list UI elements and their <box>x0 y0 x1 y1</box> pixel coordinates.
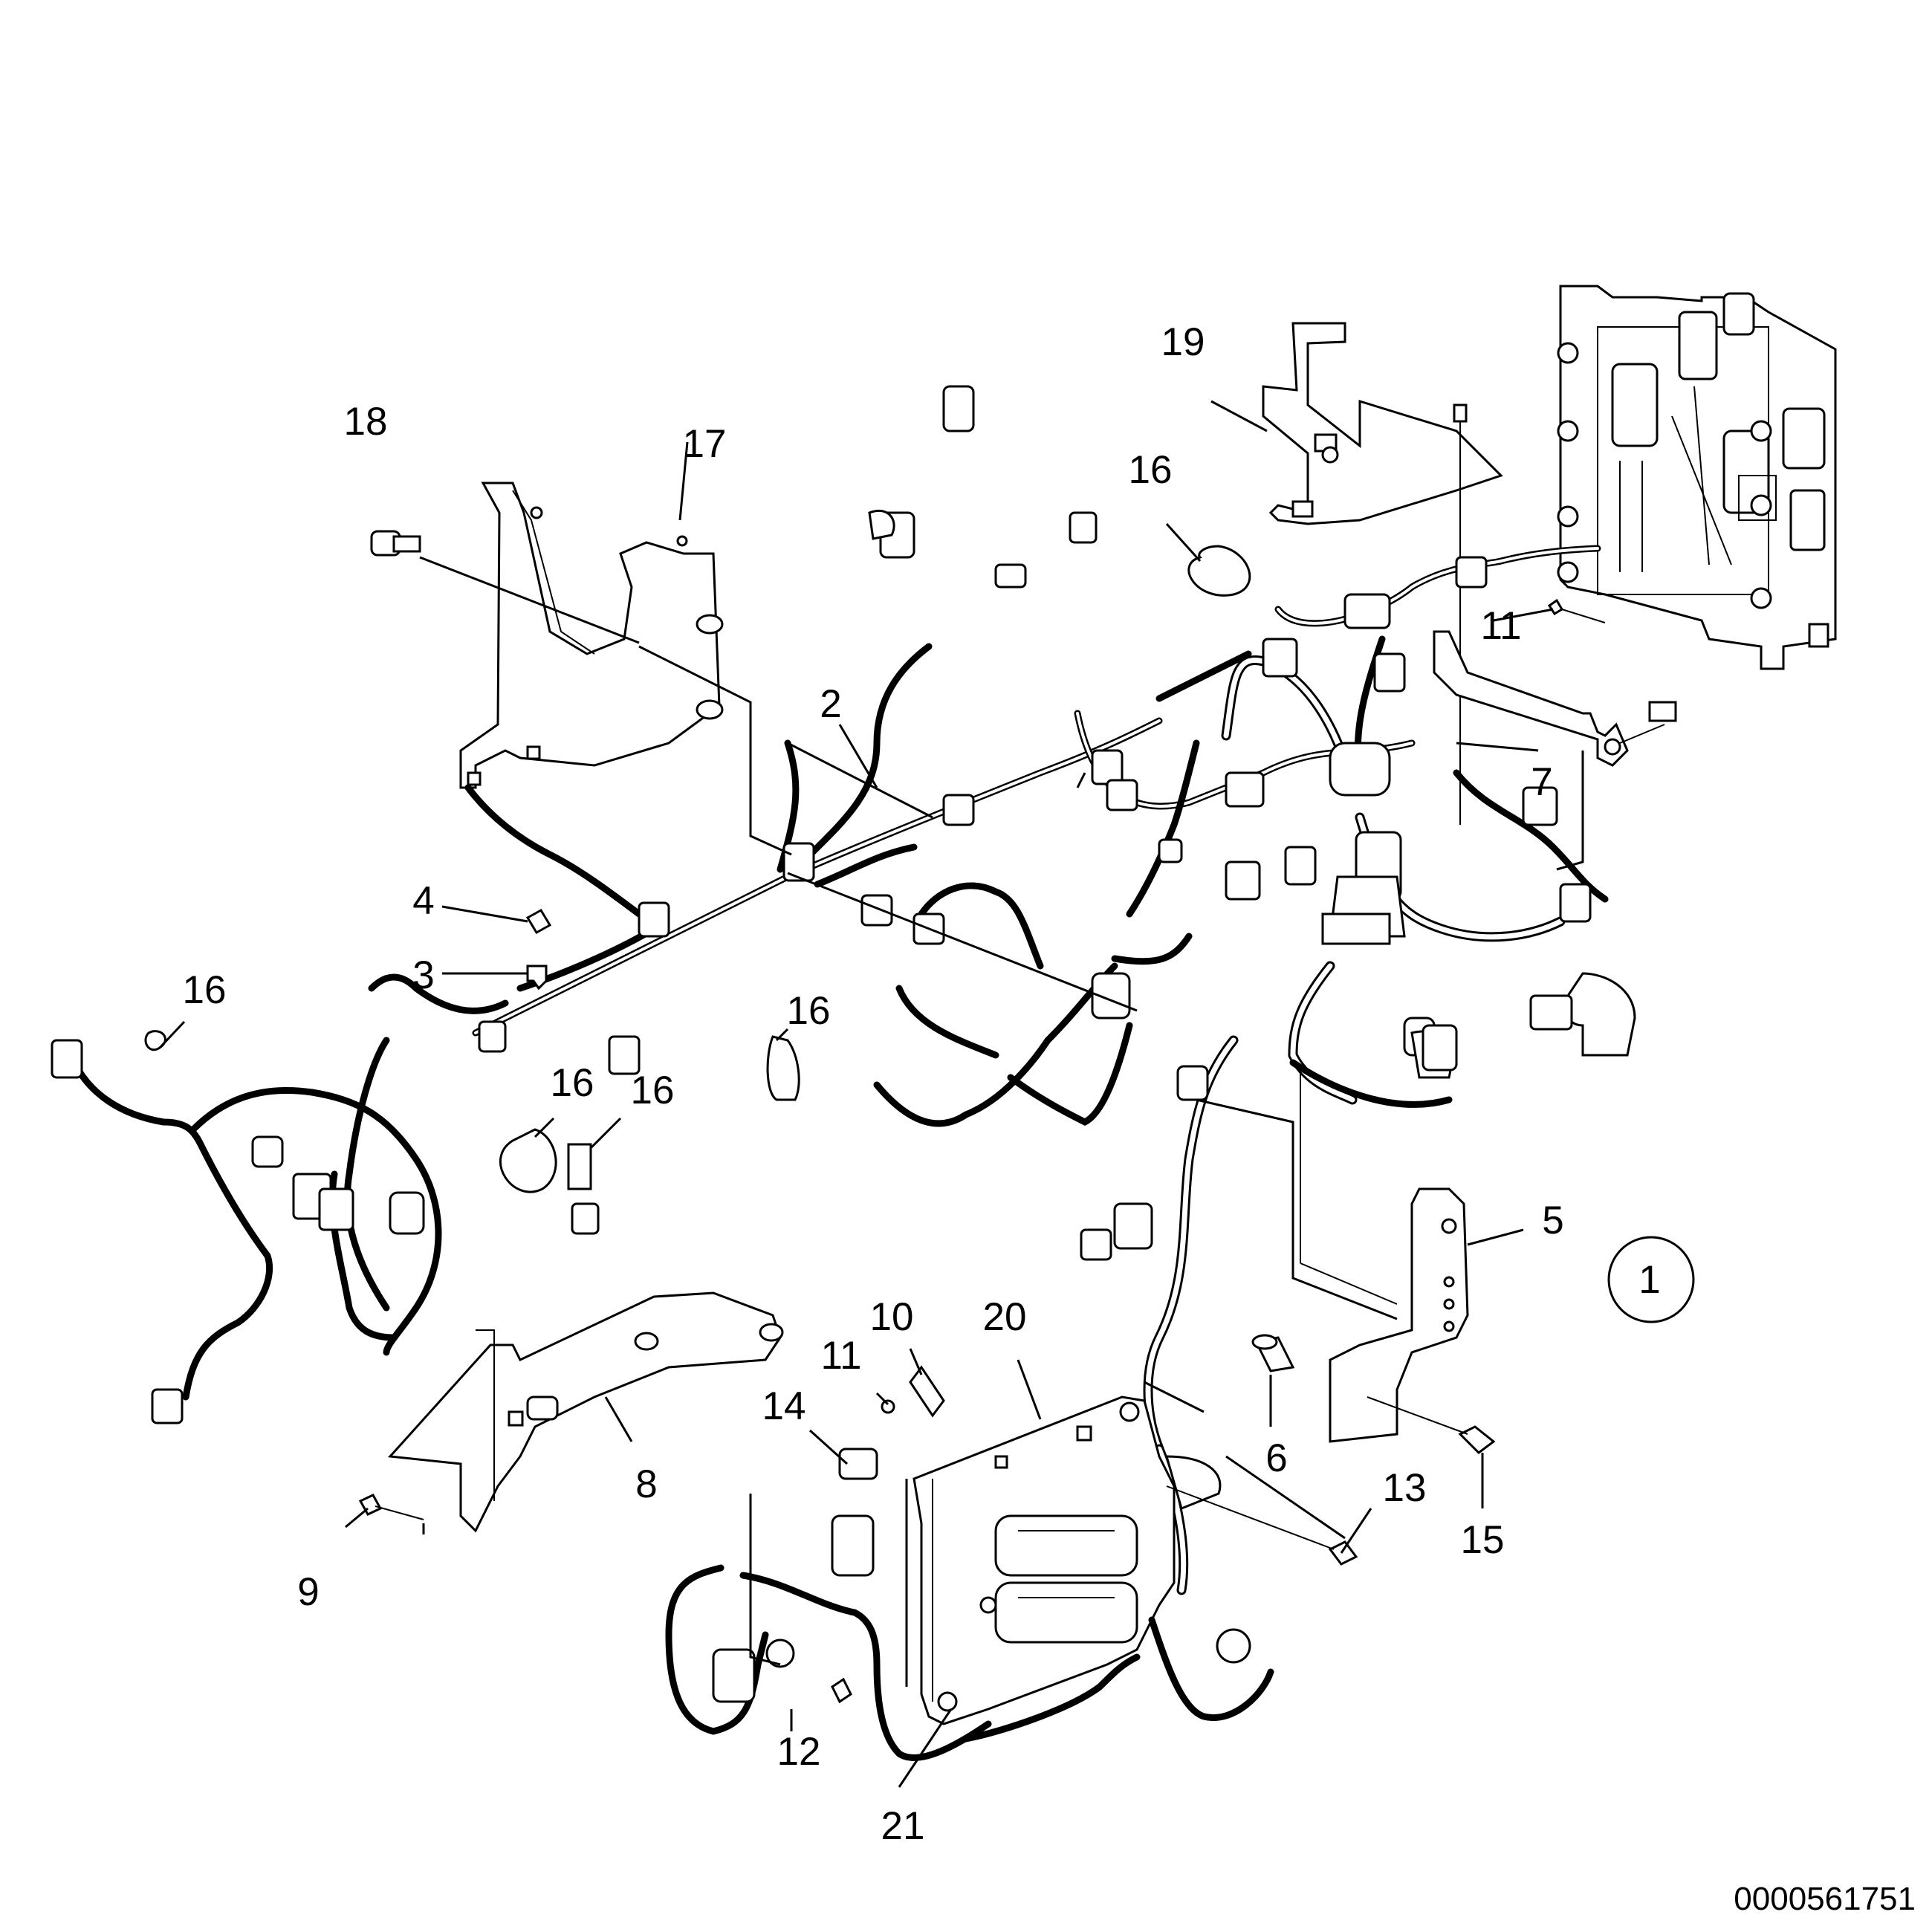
ecu-module-20-icon <box>912 1395 1222 1725</box>
label-3: 3 <box>412 953 434 997</box>
label-16e: 16 <box>631 1069 675 1112</box>
spacer-6-icon <box>1251 1334 1295 1372</box>
small-parts-icon <box>831 598 1606 1704</box>
label-16c: 16 <box>787 989 831 1033</box>
clip-16-icon <box>144 545 1251 1193</box>
label-20: 20 <box>983 1295 1027 1339</box>
bracket-5-icon <box>1300 1070 1469 1443</box>
bolt-15-icon <box>1367 1396 1496 1454</box>
label-18: 18 <box>344 400 388 444</box>
connectors-icon <box>51 385 1636 1424</box>
harness-2-icon <box>472 545 1609 1595</box>
bracket-7-icon <box>1433 630 1677 767</box>
label-17: 17 <box>683 422 727 466</box>
label-8: 8 <box>635 1462 657 1506</box>
clip-3-4-icon <box>525 908 552 991</box>
harness-ecu-icon <box>665 1448 1274 1761</box>
label-15: 15 <box>1461 1518 1505 1562</box>
label-7: 7 <box>1531 760 1552 804</box>
bracket-17-icon <box>459 482 724 789</box>
label-9: 9 <box>297 1570 319 1614</box>
label-12: 12 <box>777 1730 821 1774</box>
label-11b: 11 <box>1480 604 1521 648</box>
label-4: 4 <box>412 879 434 923</box>
bracket-19-icon <box>1262 322 1503 825</box>
callout-circle-1 <box>1607 1236 1695 1323</box>
label-16b: 16 <box>183 968 227 1012</box>
bolt-18-icon <box>370 530 421 557</box>
label-11a: 11 <box>820 1334 861 1378</box>
label-5: 5 <box>1542 1199 1563 1242</box>
label-2: 2 <box>820 682 841 726</box>
label-19: 19 <box>1161 320 1205 364</box>
drawing-code: 0000561751 <box>1734 1881 1916 1917</box>
label-21: 21 <box>881 1804 925 1848</box>
callout-labels: 1 2 3 4 5 6 7 8 9 10 11 11 12 13 14 15 1… <box>183 320 1916 1917</box>
screw-9-icon <box>358 1494 424 1520</box>
label-16a: 16 <box>1129 448 1173 492</box>
bracket-8-icon <box>387 1291 784 1533</box>
label-10: 10 <box>870 1295 914 1339</box>
label-6: 6 <box>1265 1436 1287 1480</box>
label-13: 13 <box>1383 1466 1427 1510</box>
label-16d: 16 <box>551 1061 594 1105</box>
label-1: 1 <box>1638 1258 1660 1302</box>
label-14: 14 <box>762 1384 806 1428</box>
bolt-13-icon <box>1166 1485 1358 1566</box>
fuse-relay-box-icon <box>1557 285 1837 670</box>
leader-lines <box>158 400 1584 1788</box>
